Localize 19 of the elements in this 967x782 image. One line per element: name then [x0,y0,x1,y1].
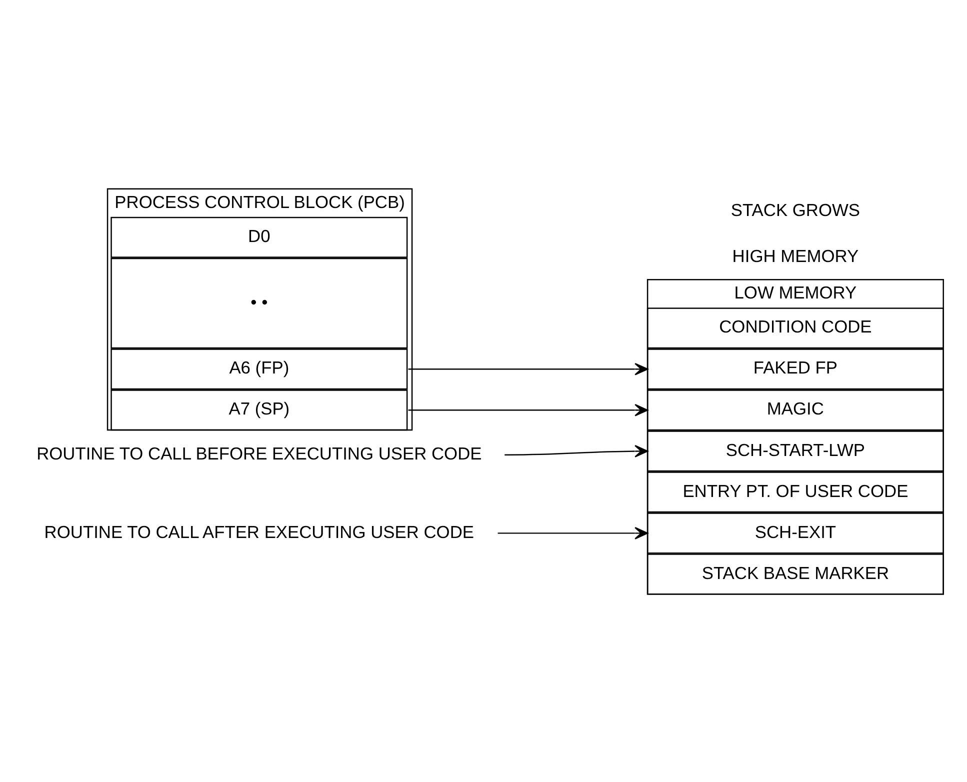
node-box: STACK BASE MARKER [646,553,944,594]
node-box: • • [110,257,408,348]
node-box: CONDITION CODE [646,307,944,348]
node-box: SCH-EXIT [646,512,944,554]
node-box: D0 [110,216,408,258]
node-box: A6 (FP) [110,348,408,390]
arrow [498,526,648,539]
arrow [504,444,648,457]
node-text: ROUTINE TO CALL AFTER EXECUTING USER CODE [44,521,474,542]
node-box: MAGIC [646,389,944,430]
node-text: ROUTINE TO CALL BEFORE EXECUTING USER CODE [36,442,482,463]
node-box: ENTRY PT. OF USER CODE [646,471,944,512]
node-box: SCH-START-LWP [646,430,944,472]
label: STACK GROWS [730,199,860,220]
label: HIGH MEMORY [732,245,859,266]
arrow [408,362,648,375]
arrow [408,403,648,416]
node-box: A7 (SP) [110,389,408,430]
node-box: FAKED FP [646,348,944,390]
